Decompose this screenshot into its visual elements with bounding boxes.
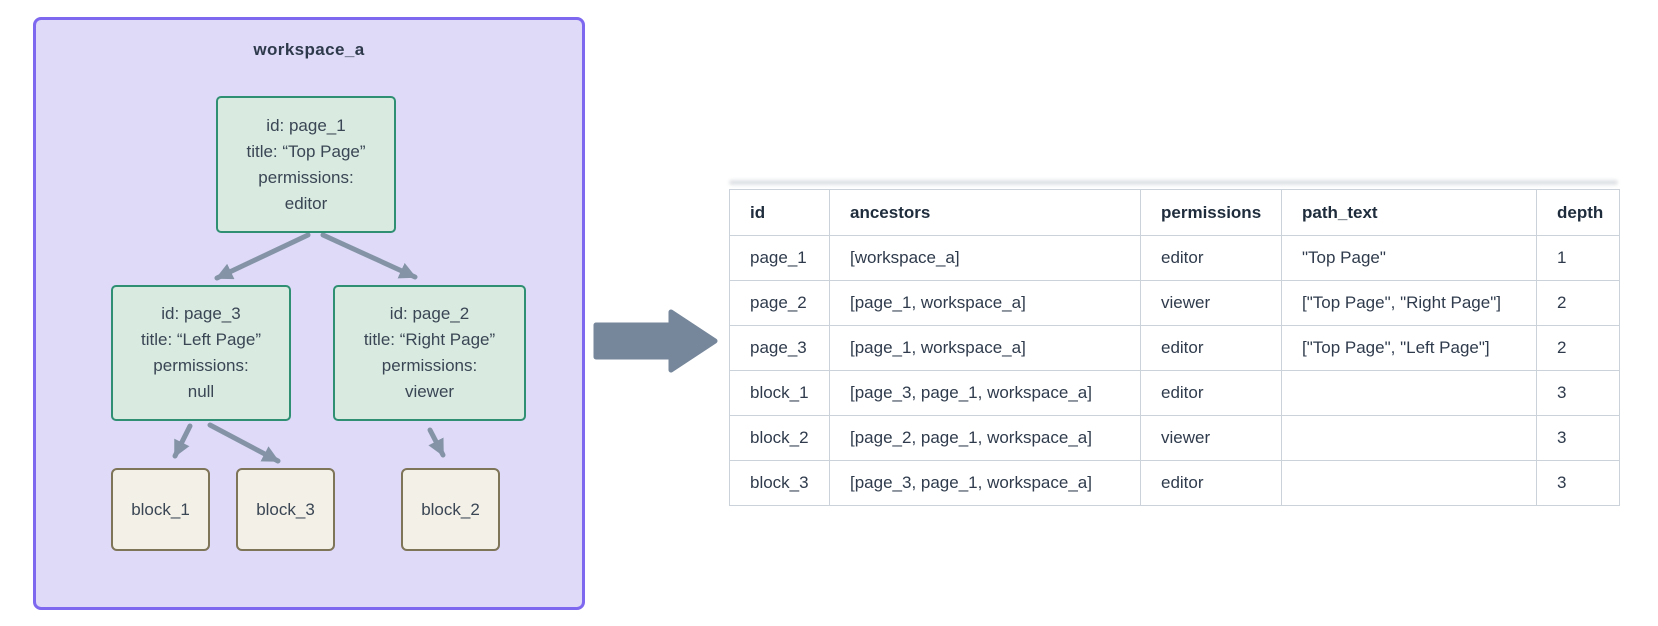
table-top-rule xyxy=(729,180,1618,185)
table-row: block_2 [page_2, page_1, workspace_a] vi… xyxy=(729,415,1620,461)
workspace-container: workspace_a id: page_1 title: “Top Page”… xyxy=(33,17,585,610)
cell-ancestors: [page_3, page_1, workspace_a] xyxy=(829,460,1141,506)
table-header-row: id ancestors permissions path_text depth xyxy=(729,189,1620,236)
ancestors-table: id ancestors permissions path_text depth… xyxy=(729,189,1620,506)
col-header-depth: depth xyxy=(1536,189,1620,236)
table-row: page_3 [page_1, workspace_a] editor ["To… xyxy=(729,325,1620,371)
cell-id: page_3 xyxy=(729,325,830,371)
cell-path-text: "Top Page" xyxy=(1281,235,1537,281)
cell-depth: 3 xyxy=(1536,415,1620,461)
cell-id: block_2 xyxy=(729,415,830,461)
cell-ancestors: [workspace_a] xyxy=(829,235,1141,281)
col-header-permissions: permissions xyxy=(1140,189,1282,236)
col-header-id: id xyxy=(729,189,830,236)
cell-id: block_3 xyxy=(729,460,830,506)
cell-permissions: editor xyxy=(1140,235,1282,281)
cell-path-text xyxy=(1281,415,1537,461)
edge-page2-block2 xyxy=(427,427,446,458)
table-row: block_1 [page_3, page_1, workspace_a] ed… xyxy=(729,370,1620,416)
cell-permissions: viewer xyxy=(1140,415,1282,461)
node-page-3: id: page_3 title: “Left Page” permission… xyxy=(111,285,291,421)
node-block-2: block_2 xyxy=(401,468,500,551)
cell-ancestors: [page_1, workspace_a] xyxy=(829,280,1141,326)
cell-depth: 2 xyxy=(1536,280,1620,326)
edge-page3-block3 xyxy=(207,422,281,464)
transform-arrow-icon xyxy=(593,309,718,373)
table-row: page_1 [workspace_a] editor "Top Page" 1 xyxy=(729,235,1620,281)
cell-depth: 3 xyxy=(1536,370,1620,416)
cell-id: page_1 xyxy=(729,235,830,281)
cell-permissions: editor xyxy=(1140,325,1282,371)
col-header-path-text: path_text xyxy=(1281,189,1537,236)
cell-ancestors: [page_2, page_1, workspace_a] xyxy=(829,415,1141,461)
cell-path-text xyxy=(1281,370,1537,416)
node-page-2: id: page_2 title: “Right Page” permissio… xyxy=(333,285,526,421)
cell-depth: 1 xyxy=(1536,235,1620,281)
edge-page1-page2 xyxy=(320,232,418,280)
cell-permissions: editor xyxy=(1140,460,1282,506)
cell-ancestors: [page_3, page_1, workspace_a] xyxy=(829,370,1141,416)
table-row: block_3 [page_3, page_1, workspace_a] ed… xyxy=(729,460,1620,506)
cell-id: block_1 xyxy=(729,370,830,416)
node-block-1: block_1 xyxy=(111,468,210,551)
cell-id: page_2 xyxy=(729,280,830,326)
edge-page3-block1 xyxy=(172,423,193,459)
cell-path-text xyxy=(1281,460,1537,506)
edge-page1-page3 xyxy=(214,232,311,281)
cell-path-text: ["Top Page", "Right Page"] xyxy=(1281,280,1537,326)
cell-path-text: ["Top Page", "Left Page"] xyxy=(1281,325,1537,371)
cell-depth: 3 xyxy=(1536,460,1620,506)
node-block-3: block_3 xyxy=(236,468,335,551)
table-row: page_2 [page_1, workspace_a] viewer ["To… xyxy=(729,280,1620,326)
workspace-title: workspace_a xyxy=(253,40,365,59)
cell-permissions: viewer xyxy=(1140,280,1282,326)
cell-depth: 2 xyxy=(1536,325,1620,371)
cell-ancestors: [page_1, workspace_a] xyxy=(829,325,1141,371)
col-header-ancestors: ancestors xyxy=(829,189,1141,236)
cell-permissions: editor xyxy=(1140,370,1282,416)
node-page-1: id: page_1 title: “Top Page” permissions… xyxy=(216,96,396,233)
